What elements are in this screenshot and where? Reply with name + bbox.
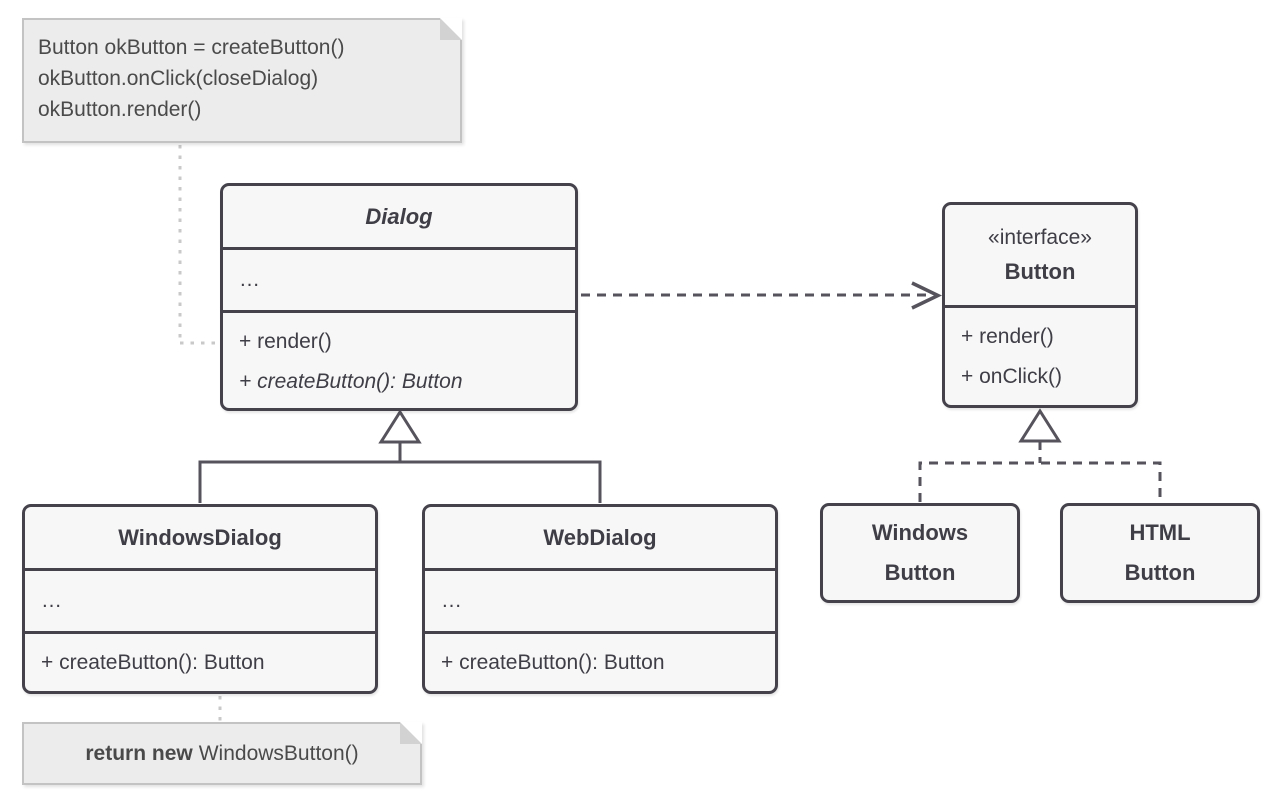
method-create-button: + createButton(): Button	[441, 651, 665, 674]
class-box-windows-button: Windows Button	[820, 503, 1020, 603]
methods-compartment-web-dialog: + createButton(): Button	[425, 631, 775, 692]
attrs-compartment-dialog: …	[223, 247, 575, 310]
method-render: + render()	[961, 325, 1054, 348]
class-title-windows-button-line1: Windows	[871, 520, 969, 545]
note-fold-corner-icon	[400, 722, 422, 744]
code-note-return: return new WindowsButton()	[22, 722, 422, 785]
note-line: Button okButton = createButton()	[38, 36, 345, 59]
class-box-html-button: HTML Button	[1060, 503, 1260, 603]
class-box-dialog: Dialog … + render() + createButton(): Bu…	[220, 183, 578, 411]
class-title-web-dialog: WebDialog	[543, 524, 657, 550]
method-render: + render()	[239, 330, 332, 353]
realization-tree-lines	[918, 461, 1162, 502]
method-onclick: + onClick()	[961, 365, 1062, 388]
realization-triangle-button	[1018, 408, 1062, 443]
inheritance-tree-lines	[198, 442, 602, 503]
note-keyword: return new	[85, 741, 193, 765]
dependency-arrowhead	[911, 281, 943, 310]
class-title-dialog: Dialog	[365, 203, 433, 229]
methods-compartment-dialog: + render() + createButton(): Button	[223, 310, 575, 411]
attrs-compartment-windows-dialog: …	[25, 568, 375, 631]
method-create-button-abstract: + createButton(): Button	[239, 370, 463, 393]
class-title-windows-button-line2: Button	[884, 560, 956, 585]
inheritance-triangle-dialog	[378, 409, 422, 444]
note-code: WindowsButton()	[198, 741, 359, 765]
code-note-client: Button okButton = createButton() okButto…	[22, 18, 462, 143]
class-box-web-dialog: WebDialog … + createButton(): Button	[422, 504, 778, 694]
class-title-html-button-line2: Button	[1124, 560, 1196, 585]
class-title-html-button-line1: HTML	[1129, 520, 1191, 545]
note-line: okButton.onClick(closeDialog)	[38, 67, 319, 90]
class-title-button-interface: «interface» Button	[945, 205, 1135, 305]
methods-compartment-windows-dialog: + createButton(): Button	[25, 631, 375, 692]
methods-compartment-button: + render() + onClick()	[945, 305, 1135, 406]
attrs-compartment-web-dialog: …	[425, 568, 775, 631]
note-top-connector-line	[178, 145, 217, 345]
interface-name: Button	[1004, 259, 1076, 284]
note-line: okButton.render()	[38, 98, 202, 121]
stereotype-label: «interface»	[988, 226, 1092, 249]
class-title-windows-dialog: WindowsDialog	[118, 524, 282, 550]
method-create-button: + createButton(): Button	[41, 651, 265, 674]
class-box-windows-dialog: WindowsDialog … + createButton(): Button	[22, 504, 378, 694]
note-fold-corner-icon	[440, 18, 462, 40]
class-box-button-interface: «interface» Button + render() + onClick(…	[942, 202, 1138, 408]
